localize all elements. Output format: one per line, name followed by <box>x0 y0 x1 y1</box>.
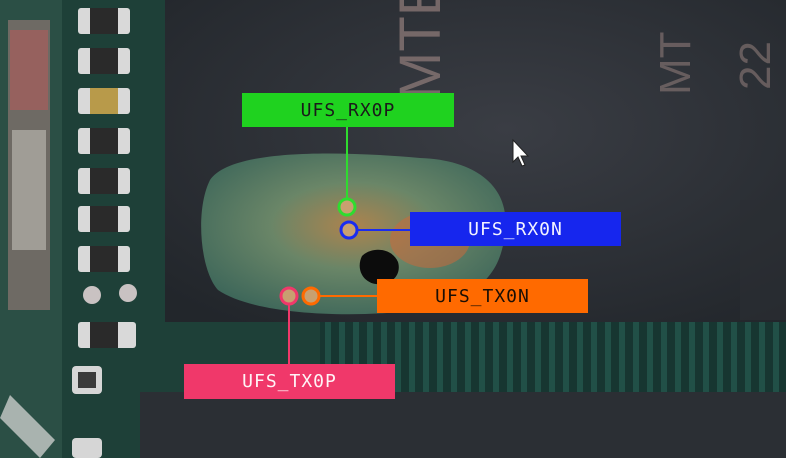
chip-marking-text: MTE <box>388 0 453 100</box>
label-ufs-rx0n: UFS_RX0N <box>410 212 621 246</box>
dark-residue-spot <box>359 249 399 285</box>
label-ufs-tx0p: UFS_TX0P <box>184 364 395 399</box>
svg-text:MT: MT <box>651 31 700 95</box>
left-red-residue <box>10 30 48 110</box>
test-point-tx0p <box>279 286 299 306</box>
left-silver-pads <box>12 130 46 250</box>
label-ufs-tx0n: UFS_TX0N <box>377 279 588 313</box>
label-ufs-rx0p: UFS_RX0P <box>242 93 454 127</box>
test-point-tx0n <box>301 286 321 306</box>
svg-text:22: 22 <box>731 41 780 90</box>
smd-component-column <box>72 8 137 458</box>
test-point-rx0n <box>339 220 359 240</box>
mouse-cursor-icon <box>512 138 530 167</box>
test-point-rx0p <box>337 197 357 217</box>
bottom-left-pad <box>0 395 55 458</box>
trace-bundle <box>320 322 786 392</box>
lower-chip-package <box>140 392 786 458</box>
